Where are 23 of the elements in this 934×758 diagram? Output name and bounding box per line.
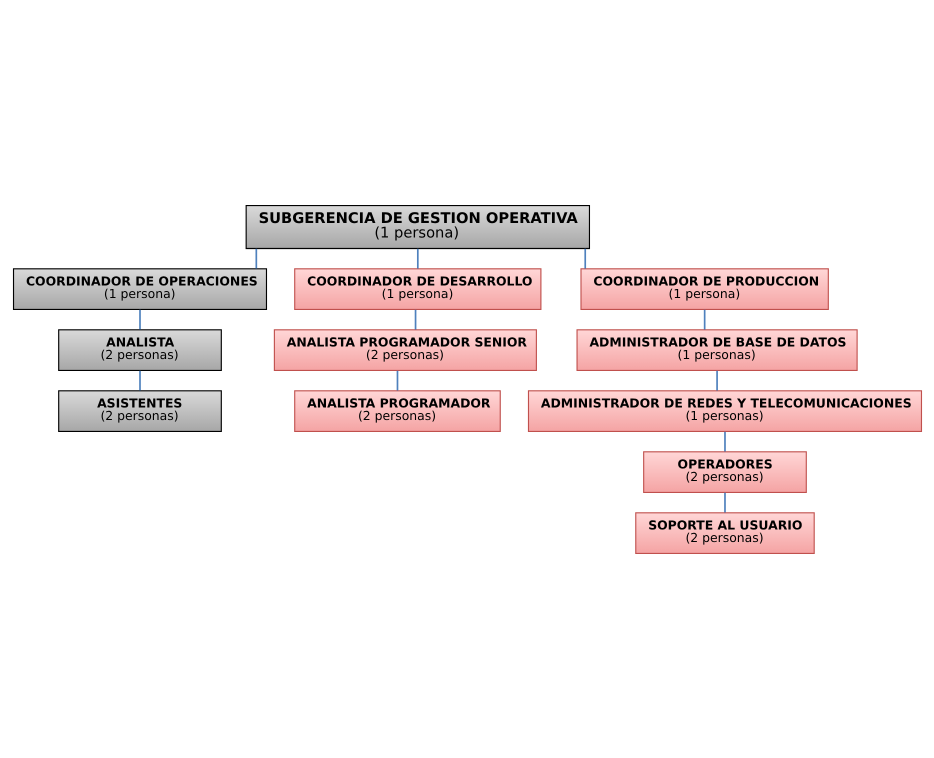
node-box: ASISTENTES (2 personas): [58, 390, 222, 432]
connector: [396, 370, 398, 390]
node-box: SUBGERENCIA DE GESTION OPERATIVA (1 persona): [245, 204, 590, 249]
node-box: ANALISTA (2 personas): [58, 328, 222, 371]
connector: [703, 309, 705, 330]
node-box: COORDINADOR DE DESARROLLO (1 persona): [294, 268, 541, 310]
connector: [724, 431, 726, 451]
node-box: OPERADORES (2 personas): [642, 450, 806, 492]
connector: [716, 370, 718, 390]
connector: [724, 492, 726, 512]
node-box: COORDINADOR DE OPERACIONES (1 persona): [12, 268, 267, 310]
connector: [416, 248, 418, 268]
node-box: ADMINISTRADOR DE REDES Y TELECOMUNICACIONES (1 personas): [527, 390, 922, 432]
node-box: ANALISTA PROGRAMADOR (2 personas): [294, 390, 500, 432]
node-box: ANALISTA PROGRAMADOR SENIOR (2 personas): [273, 328, 536, 371]
connector: [414, 309, 416, 330]
connector: [584, 248, 586, 268]
node-box: ADMINISTRADOR DE BASE DE DATOS (1 personas): [576, 328, 858, 371]
connector: [138, 370, 140, 390]
node-box: SOPORTE AL USUARIO (2 personas): [634, 512, 814, 554]
connector: [254, 248, 257, 268]
connector: [138, 309, 140, 330]
node-box: COORDINADOR DE PRODUCCION (1 persona): [580, 268, 828, 310]
